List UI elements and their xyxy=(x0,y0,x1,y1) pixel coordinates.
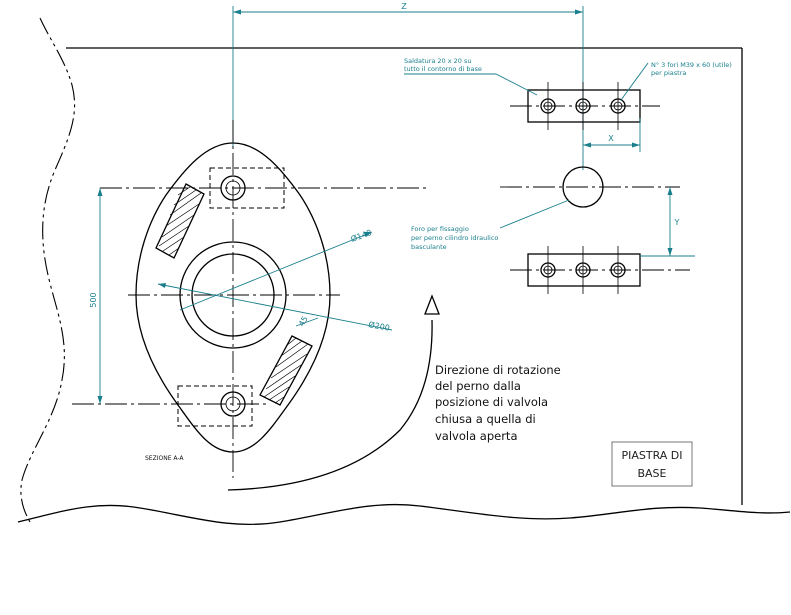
svg-text:tutto il contorno di base: tutto il contorno di base xyxy=(404,65,482,73)
svg-text:Saldatura 20 x 20 su: Saldatura 20 x 20 su xyxy=(404,57,472,65)
dia-large-label: Ø140 xyxy=(349,227,373,244)
pin-hole xyxy=(500,166,680,208)
svg-text:N° 3 fori M39 x 60 (utile): N° 3 fori M39 x 60 (utile) xyxy=(651,61,732,69)
left-hatched-rib xyxy=(155,183,205,259)
svg-text:Foro per fissaggio: Foro per fissaggio xyxy=(411,225,469,233)
title-block: PIASTRA DI BASE xyxy=(611,441,693,487)
rotation-arrowhead xyxy=(424,294,440,315)
svg-text:Direzione di rotazione: Direzione di rotazione xyxy=(435,363,561,377)
x-dimension: X xyxy=(583,118,641,152)
svg-text:posizione di valvola: posizione di valvola xyxy=(435,395,548,409)
svg-text:per piastra: per piastra xyxy=(651,69,686,77)
vertical-dimension: 500 xyxy=(89,188,103,404)
base-flange xyxy=(72,120,430,478)
rotation-arrow xyxy=(227,294,440,491)
z-dimension: Z xyxy=(232,2,584,170)
svg-text:chiusa a quella di: chiusa a quella di xyxy=(435,412,536,426)
z-label: Z xyxy=(401,2,407,11)
bottom-plate xyxy=(510,246,690,294)
small-angle-label: 45 xyxy=(297,315,310,328)
sheet-outline xyxy=(17,17,791,525)
holes-note: N° 3 fori M39 x 60 (utile) per piastra xyxy=(620,61,732,101)
diameter-dimensions: Ø140 Ø200 45 xyxy=(157,227,393,333)
left-break-line xyxy=(20,17,76,523)
svg-text:per perno cilindro idraulico: per perno cilindro idraulico xyxy=(411,234,498,242)
y-dimension: Y xyxy=(640,187,695,257)
title-line-2: BASE xyxy=(637,467,666,480)
rotation-description: Direzione di rotazione del perno dalla p… xyxy=(435,363,561,443)
dia-bolt-label: Ø200 xyxy=(368,319,391,333)
svg-text:basculante: basculante xyxy=(411,243,447,251)
vertical-dim-label: 500 xyxy=(89,292,98,307)
bottom-section-box xyxy=(177,385,253,427)
top-plate xyxy=(510,82,660,130)
svg-text:valvola aperta: valvola aperta xyxy=(435,429,518,443)
weld-note: Saldatura 20 x 20 su tutto il contorno d… xyxy=(404,57,538,96)
title-line-1: PIASTRA DI xyxy=(621,449,682,462)
bottom-break-line xyxy=(17,503,791,525)
svg-text:del perno dalla: del perno dalla xyxy=(435,379,521,393)
x-label: X xyxy=(608,134,614,143)
y-label: Y xyxy=(674,218,680,227)
section-label: SEZIONE A-A xyxy=(145,455,184,462)
right-hatched-rib xyxy=(259,335,313,406)
pin-note: Foro per fissaggio per perno cilindro id… xyxy=(411,199,570,251)
